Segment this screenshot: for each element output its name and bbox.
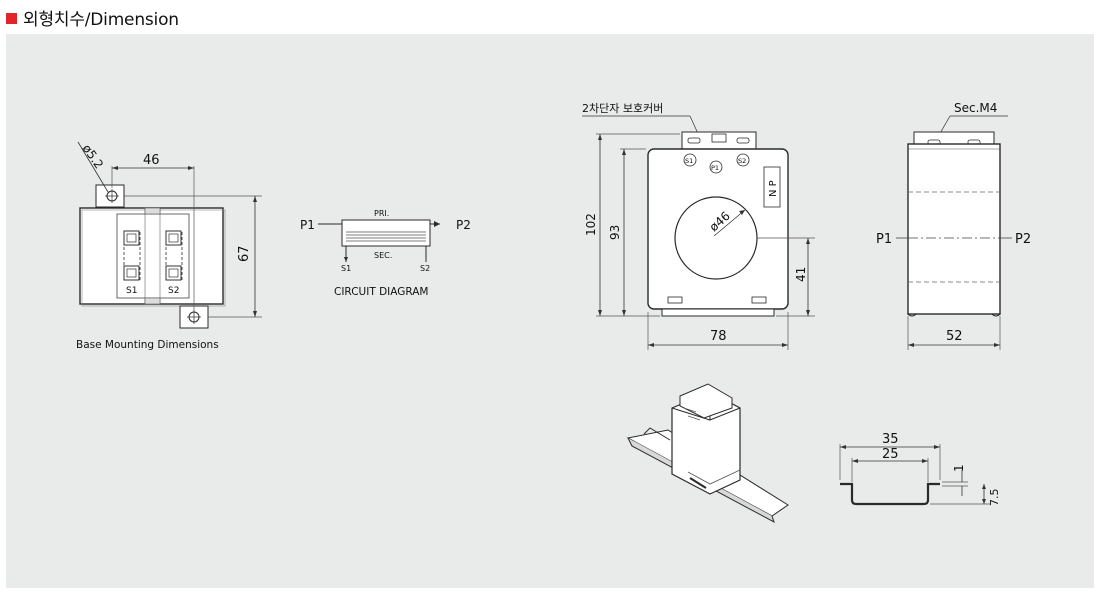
side-cover bbox=[913, 131, 995, 145]
section-header: 외형치수/Dimension bbox=[6, 4, 179, 30]
terminal-p1-icon bbox=[709, 160, 723, 174]
front-s1-label: S1 bbox=[685, 157, 693, 165]
terminal-s1-icon bbox=[683, 153, 697, 167]
front-width-dimension: 78 bbox=[710, 329, 727, 344]
base-mounting-caption: Base Mounting Dimensions bbox=[76, 339, 219, 351]
cover-label: 2차단자 보호커버 bbox=[582, 102, 663, 115]
circuit-pri-label: PRI. bbox=[374, 209, 389, 218]
center-height-dimension: 41 bbox=[794, 267, 808, 282]
base-s2-label: S2 bbox=[168, 286, 179, 296]
rail-inner-width: 25 bbox=[882, 447, 899, 462]
rail-outer-width: 35 bbox=[882, 432, 899, 447]
terminal-panel bbox=[116, 213, 190, 299]
terminal-screw-icon bbox=[123, 230, 182, 281]
side-view-drawing: Sec.M4 P1 P2 52 bbox=[876, 101, 1031, 350]
terminal-s2-icon bbox=[736, 153, 750, 167]
np-label: N P bbox=[768, 180, 779, 197]
core-box bbox=[341, 219, 431, 247]
title-marker bbox=[6, 12, 17, 24]
terminal-cover bbox=[681, 131, 757, 151]
section-title: 외형치수/Dimension bbox=[23, 9, 179, 30]
primary-bore bbox=[674, 196, 758, 280]
rail-profile-shape bbox=[840, 482, 940, 506]
side-width-dimension: 52 bbox=[946, 329, 963, 344]
base-width-dimension: 46 bbox=[143, 153, 160, 168]
circuit-s2-label: S2 bbox=[420, 264, 430, 273]
outer-height-dimension: 102 bbox=[584, 213, 598, 236]
base-hole-diameter: ø5.2 bbox=[80, 142, 107, 172]
base-mounting-drawing: S1 S2 46 67 ø5.2 Base Mounting Dimension… bbox=[76, 142, 262, 351]
side-body bbox=[907, 143, 1001, 315]
side-p1-label: P1 bbox=[876, 232, 892, 247]
ct-isometric-cover bbox=[679, 383, 733, 419]
circuit-p1-label: P1 bbox=[300, 218, 315, 232]
circuit-caption: CIRCUIT DIAGRAM bbox=[334, 286, 429, 298]
base-s1-label: S1 bbox=[126, 286, 137, 296]
front-p1-label: P1 bbox=[711, 164, 719, 172]
circuit-sec-label: SEC. bbox=[374, 251, 392, 260]
rail-depth: 7.5 bbox=[988, 489, 1001, 507]
circuit-p2-label: P2 bbox=[456, 218, 471, 232]
circuit-s1-label: S1 bbox=[341, 264, 351, 273]
front-view-drawing: 2차단자 보호커버 S1 P1 S2 N P ø46 102 bbox=[582, 102, 815, 350]
np-plate bbox=[763, 166, 781, 208]
din-rail-isometric bbox=[626, 383, 789, 524]
inner-height-dimension: 93 bbox=[608, 225, 622, 240]
front-s2-label: S2 bbox=[738, 157, 746, 165]
side-p2-label: P2 bbox=[1015, 232, 1031, 247]
circuit-diagram: P1 P2 PRI. SEC. S1 S2 CIRCUIT DIAGRAM bbox=[300, 209, 471, 298]
base-height-dimension: 67 bbox=[237, 245, 252, 262]
screw-label: Sec.M4 bbox=[954, 101, 997, 115]
rail-thickness: 1 bbox=[952, 464, 966, 472]
din-rail-profile: 35 25 1 7.5 bbox=[839, 432, 1001, 507]
